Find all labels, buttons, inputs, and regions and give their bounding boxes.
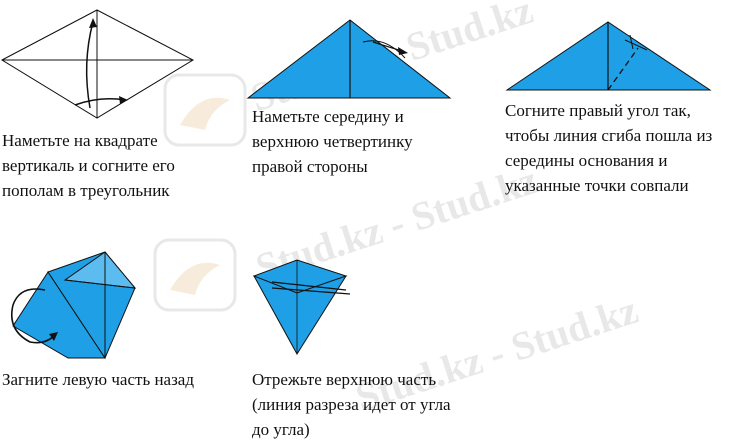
step2-caption: Наметьте середину и верхнюю четвертинку … xyxy=(252,107,413,176)
step1-diagram xyxy=(0,9,195,119)
step5-caption: Отрежьте верхнюю часть (линия разреза ид… xyxy=(252,370,451,439)
step4-diagram xyxy=(11,251,137,360)
step1-caption: Наметьте на квадрате вертикаль и согните… xyxy=(2,131,175,200)
step2-diagram xyxy=(246,19,452,99)
watermark-logo-icon xyxy=(153,238,237,312)
step3-diagram xyxy=(505,21,712,91)
step5-diagram xyxy=(252,259,351,355)
step4-caption: Загните левую часть назад xyxy=(2,370,195,389)
step3-caption: Согните правый угол так, чтобы линия сги… xyxy=(505,101,713,195)
